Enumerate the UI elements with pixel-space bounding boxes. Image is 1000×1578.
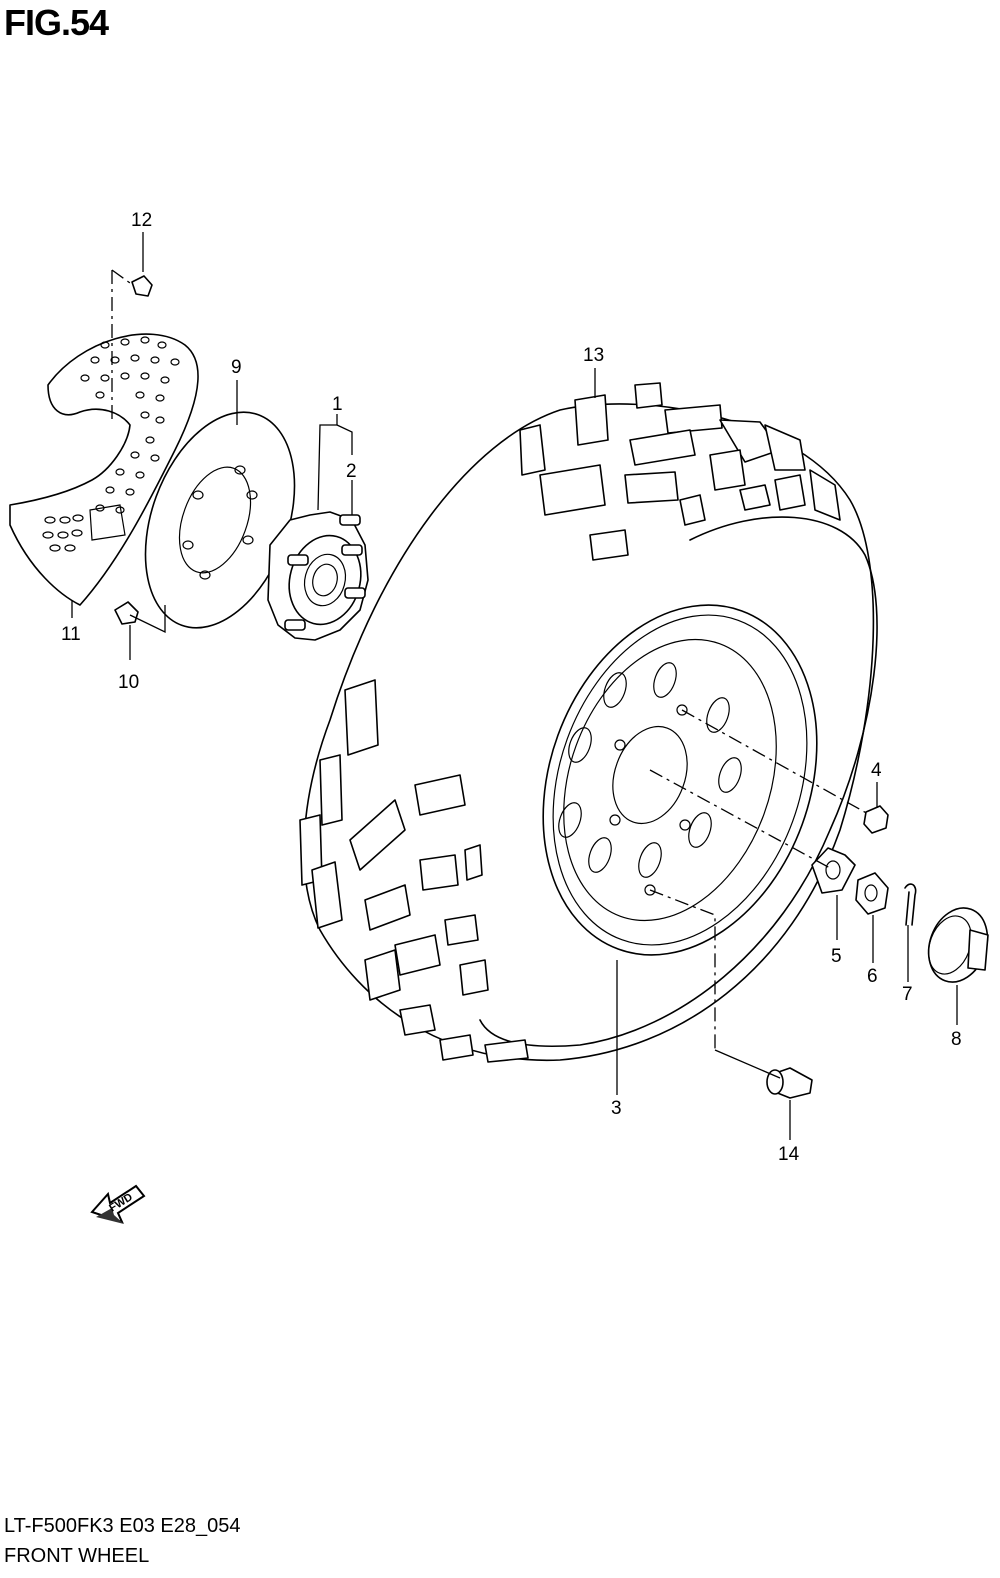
callout-2: 2 <box>346 461 357 482</box>
leader-lines <box>71 232 958 1140</box>
section-name: FRONT WHEEL <box>4 1545 150 1567</box>
cover-bolt-part[interactable] <box>131 275 153 297</box>
figure-title: FIG.54 <box>4 2 109 43</box>
disc-bolt-part[interactable] <box>114 601 139 625</box>
callout-5: 5 <box>831 946 842 967</box>
callout-9: 9 <box>231 357 242 378</box>
callout-1: 1 <box>332 394 343 415</box>
washer-part[interactable] <box>811 847 856 894</box>
assembly-lines <box>111 269 871 1079</box>
callout-3: 3 <box>611 1098 622 1119</box>
hub-bolt-part[interactable] <box>284 514 366 631</box>
wheel-nut-part[interactable] <box>863 805 889 834</box>
callout-6: 6 <box>867 966 878 987</box>
fwd-arrow-icon: FWD <box>90 1184 146 1224</box>
callout-7: 7 <box>902 984 913 1005</box>
callout-11: 11 <box>61 624 81 645</box>
cotter-pin-part[interactable] <box>904 883 917 926</box>
callout-8: 8 <box>951 1029 962 1050</box>
hub-cap-part[interactable] <box>919 900 998 991</box>
wheel-hub-part[interactable] <box>267 511 370 641</box>
castle-nut-part[interactable] <box>855 872 889 915</box>
wheel-rim-part[interactable] <box>496 566 863 993</box>
callout-14: 14 <box>778 1144 800 1165</box>
callout-10: 10 <box>118 672 139 693</box>
callout-labels: 1 2 3 4 5 6 7 8 9 10 11 12 13 14 <box>61 210 962 1165</box>
callout-13: 13 <box>583 345 604 366</box>
disc-cover-part[interactable] <box>9 333 199 606</box>
callout-12: 12 <box>131 210 152 231</box>
model-code: LT-F500FK3 E03 E28_054 <box>4 1515 241 1537</box>
exploded-parts-diagram: 1 2 3 4 5 6 7 8 9 10 11 12 13 14 FWD <box>9 210 998 1224</box>
valve-stem-part[interactable] <box>766 1067 813 1099</box>
callout-4: 4 <box>871 760 882 781</box>
